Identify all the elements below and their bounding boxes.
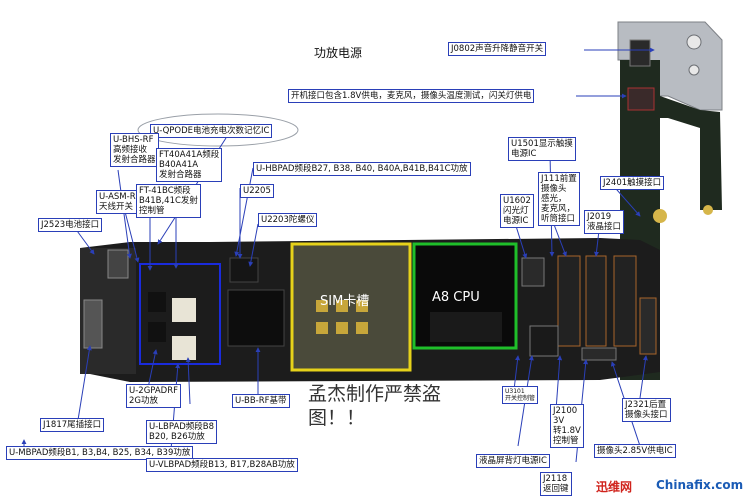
u-2gpadrf-label: U-2GPADRF 2G功放 bbox=[126, 384, 182, 408]
u-vlbpad-label: U-VLBPAD频段B13, B17,B28AB功放 bbox=[146, 458, 298, 472]
j1817-label: J1817尾插接口 bbox=[40, 418, 105, 432]
u-bhs-rf-label: U-BHS-RF 高频接收 发射合路器 bbox=[110, 133, 159, 167]
camera-power-ic-label: 摄像头2.85V供电IC bbox=[594, 444, 676, 458]
ft40-label: FT40A41A频段 B40A41A 发射合路器 bbox=[156, 148, 223, 182]
j2321-label: J2321后置 摄像头接口 bbox=[622, 398, 671, 422]
open-interface-label: 开机接口包含1.8V供电，麦克风，摄像头温度测试，闪关灯供电 bbox=[288, 89, 535, 103]
bracket-screw-hole bbox=[686, 34, 702, 50]
u-hbpad-label: U-HBPAD频段B27, B38, B40, B40A,B41B,B41C功放 bbox=[253, 162, 471, 176]
title-ellipse bbox=[137, 113, 299, 147]
u-qpode-label: U-QPODE电池充电次数记忆IC bbox=[150, 124, 273, 138]
u2203-label: U2203陀螺仪 bbox=[258, 213, 318, 227]
chinafix-logo-cn: 迅维网 bbox=[596, 480, 633, 494]
backlight-ic-label: 液晶屏背灯电源IC bbox=[476, 454, 550, 468]
j2523-label: J2523电池接口 bbox=[38, 218, 103, 232]
j2118-label: J2118 返回键 bbox=[540, 472, 572, 496]
u-lbpad-label: U-LBPAD频段B8 B20, B26功放 bbox=[146, 420, 218, 444]
u1501-label: U1501显示触摸 电源IC bbox=[508, 137, 576, 161]
sim-tray-box bbox=[290, 242, 412, 372]
u-asm-rf-label: U-ASM-RF 天线开关 bbox=[96, 190, 144, 214]
j111-label: J111前置 摄像头 感光， 麦克风， 听筒接口 bbox=[538, 172, 580, 226]
j0802-label: J0802声音升降静音开关 bbox=[448, 42, 547, 56]
u2205-label: U2205 bbox=[240, 184, 274, 198]
cpu-label: A8 CPU bbox=[432, 290, 480, 305]
chinafix-logo-en: Chinafix.com bbox=[656, 478, 744, 492]
title-label: 功放电源 bbox=[314, 46, 363, 60]
u-bb-rf-label: U-BB-RF基带 bbox=[232, 394, 290, 408]
j2401-label: J2401触摸接口 bbox=[600, 176, 665, 190]
watermark-warning: 孟杰制作严禁盗 图！！ bbox=[308, 383, 442, 429]
u-mbpad-label: U-MBPAD频段B1, B3,B4, B25, B34, B39功放 bbox=[6, 446, 194, 460]
u3101-label: U3101 开关控制管 bbox=[502, 386, 539, 404]
ft41-label: FT-41BC频段 B41B,41C发射 控制管 bbox=[136, 184, 201, 218]
u1602-label: U1602 闪光灯 电源IC bbox=[500, 194, 534, 228]
j2019-label: J2019 液晶接口 bbox=[584, 210, 625, 234]
j2100-label: J2100 3V 转1.8V 控制管 bbox=[550, 404, 584, 448]
sim-tray-label: SIM卡槽 bbox=[320, 294, 370, 309]
